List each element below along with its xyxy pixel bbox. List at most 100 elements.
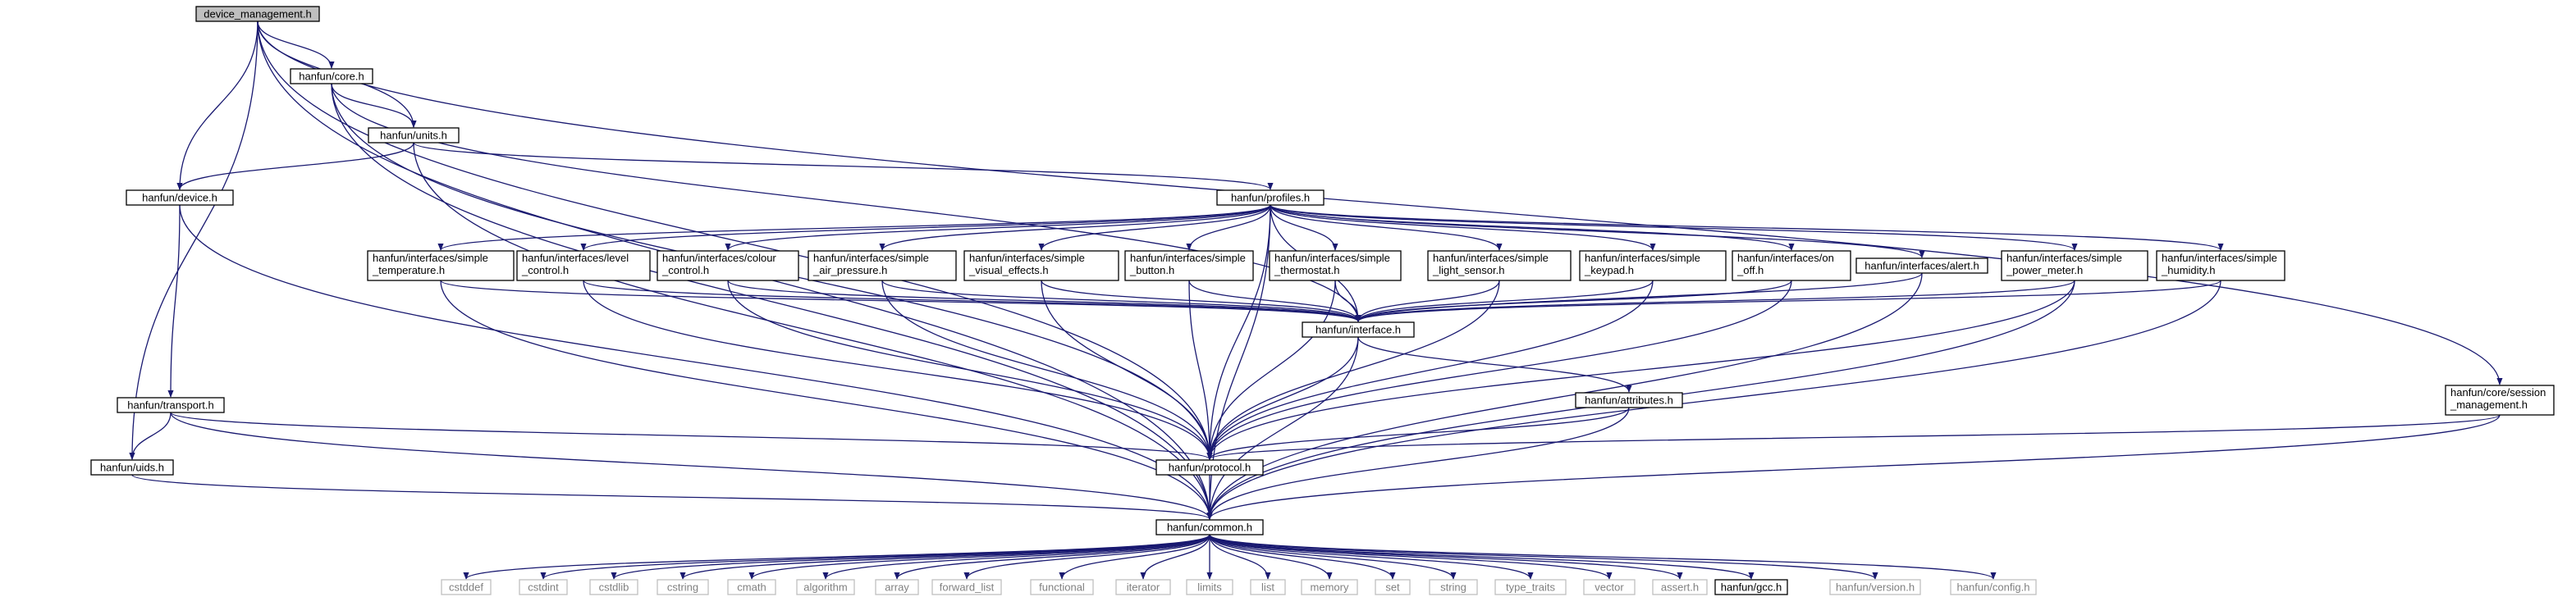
node-units[interactable]: hanfun/units.h xyxy=(368,127,460,144)
edge-common-to-memory xyxy=(1209,534,1333,580)
edge-attributes-to-common xyxy=(1206,407,1630,520)
node-profiles[interactable]: hanfun/profiles.h xyxy=(1216,189,1325,206)
node-simple_button[interactable]: hanfun/interfaces/simple_button.h xyxy=(1124,250,1254,281)
node-uids[interactable]: hanfun/uids.h xyxy=(90,459,174,476)
node-box-device xyxy=(126,189,234,206)
edge-simple_thermostat-to-protocol xyxy=(1206,280,1336,460)
node-label-memory: memory xyxy=(1311,581,1349,594)
edge-simple_button-to-protocol xyxy=(1188,280,1213,460)
node-device[interactable]: hanfun/device.h xyxy=(126,189,234,206)
node-label-simple_button-line-1: hanfun/interfaces/simple xyxy=(1130,252,1246,264)
edge-simple_keypad-to-interface xyxy=(1355,280,1654,322)
node-box-simple_temperature xyxy=(367,250,515,281)
node-core[interactable]: hanfun/core.h xyxy=(290,68,373,84)
edge-common-to-string xyxy=(1209,534,1457,580)
edge-common-to-functional xyxy=(1059,534,1210,580)
node-transport[interactable]: hanfun/transport.h xyxy=(117,397,225,413)
node-label-core: hanfun/core.h xyxy=(299,71,364,83)
node-box-simple_keypad xyxy=(1579,250,1727,281)
edge-profiles-to-colour_control xyxy=(725,204,1271,251)
node-label-simple_power_meter-line-1: hanfun/interfaces/simple xyxy=(2006,252,2122,264)
node-cstddef: cstddef xyxy=(441,579,492,595)
node-colour_control[interactable]: hanfun/interfaces/colour_control.h xyxy=(657,250,799,281)
edge-simple_air_pressure-to-protocol xyxy=(881,280,1213,460)
node-forward_list: forward_list xyxy=(931,579,1002,595)
edge-simple_button-to-interface xyxy=(1188,280,1361,322)
node-algorithm: algorithm xyxy=(796,579,855,595)
node-simple_air_pressure[interactable]: hanfun/interfaces/simple_air_pressure.h xyxy=(808,250,957,281)
edge-common-to-gcc xyxy=(1209,534,1755,580)
node-attributes[interactable]: hanfun/attributes.h xyxy=(1575,392,1683,408)
node-label-device: hanfun/device.h xyxy=(142,192,217,204)
node-label-simple_thermostat-line-2: _thermostat.h xyxy=(1274,264,1340,276)
node-box-type_traits xyxy=(1494,579,1567,595)
node-session_management[interactable]: hanfun/core/session_management.h xyxy=(2445,385,2555,416)
node-simple_light_sensor[interactable]: hanfun/interfaces/simple_light_sensor.h xyxy=(1427,250,1572,281)
node-gcc[interactable]: hanfun/gcc.h xyxy=(1714,579,1788,595)
edge-profiles-to-simple_air_pressure xyxy=(879,204,1271,251)
node-common[interactable]: hanfun/common.h xyxy=(1155,519,1264,535)
node-label-transport: hanfun/transport.h xyxy=(127,399,214,412)
node-box-on_off xyxy=(1732,250,1851,281)
edge-uids-to-common xyxy=(131,474,1213,520)
node-simple_power_meter[interactable]: hanfun/interfaces/simple_power_meter.h xyxy=(2001,250,2148,281)
node-on_off[interactable]: hanfun/interfaces/on_off.h xyxy=(1732,250,1851,281)
nodes-layer: device_management.h hanfun/core.h hanfun/u… xyxy=(90,6,2555,595)
edge-common-to-forward_list xyxy=(963,534,1210,580)
node-label-cstdlib: cstdlib xyxy=(599,581,629,594)
edge-common-to-version xyxy=(1209,534,1878,580)
node-device_management[interactable]: device_management.h xyxy=(195,6,320,22)
node-alert[interactable]: hanfun/interfaces/alert.h xyxy=(1855,257,1988,274)
node-protocol[interactable]: hanfun/protocol.h xyxy=(1155,459,1264,476)
node-simple_thermostat[interactable]: hanfun/interfaces/simple_thermostat.h xyxy=(1269,250,1402,281)
node-label-set: set xyxy=(1385,581,1400,594)
edge-profiles-to-simple_light_sensor xyxy=(1270,204,1503,251)
node-box-functional xyxy=(1030,579,1094,595)
node-box-version xyxy=(1829,579,1921,595)
edge-alert-to-interface xyxy=(1355,272,1923,322)
node-label-type_traits: type_traits xyxy=(1506,581,1555,594)
edge-session_management-to-protocol xyxy=(1206,414,2501,460)
edge-simple_visual_effects-to-protocol xyxy=(1041,280,1213,460)
node-simple_keypad[interactable]: hanfun/interfaces/simple_keypad.h xyxy=(1579,250,1727,281)
node-simple_humidity[interactable]: hanfun/interfaces/simple_humidity.h xyxy=(2156,250,2285,281)
edge-device-to-transport xyxy=(167,204,181,398)
edge-common-to-array xyxy=(894,534,1210,580)
node-label-simple_keypad-line-1: hanfun/interfaces/simple xyxy=(1585,252,1700,264)
edge-common-to-algorithm xyxy=(822,534,1210,580)
node-box-colour_control xyxy=(657,250,799,281)
node-box-cstdint xyxy=(519,579,568,595)
node-simple_visual_effects[interactable]: hanfun/interfaces/simple_visual_effects.… xyxy=(963,250,1119,281)
node-box-limits xyxy=(1186,579,1233,595)
node-label-version: hanfun/version.h xyxy=(1836,581,1915,594)
edge-units-to-device xyxy=(176,142,414,190)
node-box-forward_list xyxy=(931,579,1002,595)
edge-common-to-vector xyxy=(1209,534,1613,580)
node-level_control[interactable]: hanfun/interfaces/level_control.h xyxy=(516,250,651,281)
node-box-interface xyxy=(1302,321,1415,338)
node-label-level_control-line-2: _control.h xyxy=(521,264,569,276)
node-label-config: hanfun/config.h xyxy=(1957,581,2030,594)
edge-simple_keypad-to-protocol xyxy=(1206,280,1654,460)
edge-interface-to-protocol xyxy=(1206,336,1359,460)
node-cmath: cmath xyxy=(727,579,776,595)
node-string: string xyxy=(1429,579,1478,595)
edge-device_management-to-uids xyxy=(129,21,259,460)
node-set: set xyxy=(1375,579,1411,595)
node-box-profiles xyxy=(1216,189,1325,206)
node-label-string: string xyxy=(1440,581,1466,594)
node-label-simple_keypad-line-2: _keypad.h xyxy=(1584,264,1634,276)
node-box-algorithm xyxy=(796,579,855,595)
node-simple_temperature[interactable]: hanfun/interfaces/simple_temperature.h xyxy=(367,250,515,281)
node-label-functional: functional xyxy=(1039,581,1085,594)
node-label-cmath: cmath xyxy=(737,581,766,594)
edge-session_management-to-common xyxy=(1206,414,2501,520)
node-label-level_control-line-1: hanfun/interfaces/level xyxy=(522,252,629,264)
node-cstring: cstring xyxy=(657,579,709,595)
node-label-uids: hanfun/uids.h xyxy=(100,462,164,474)
node-limits: limits xyxy=(1186,579,1233,595)
node-interface[interactable]: hanfun/interface.h xyxy=(1302,321,1415,338)
edge-on_off-to-protocol xyxy=(1206,280,1792,460)
node-label-interface: hanfun/interface.h xyxy=(1315,324,1401,336)
node-list: list xyxy=(1250,579,1286,595)
